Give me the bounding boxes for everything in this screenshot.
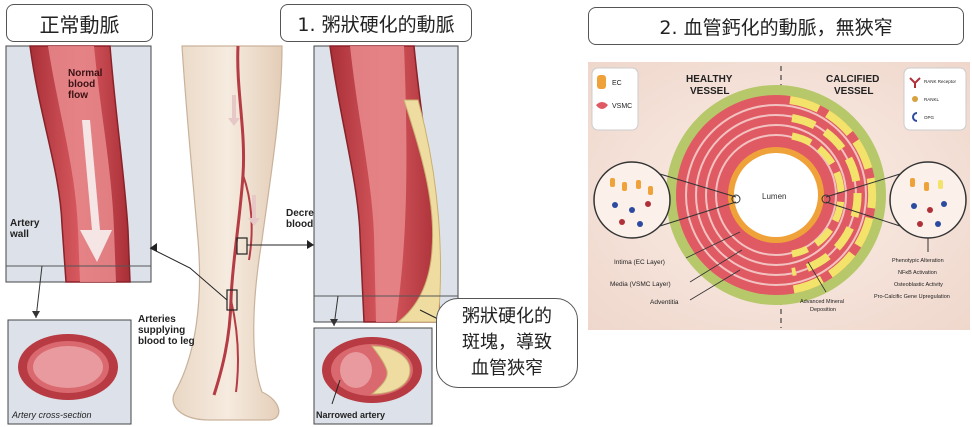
plaque-callout: 粥狀硬化的 斑塊，導致 血管狹窄 xyxy=(436,298,578,388)
arteries-line-3: blood to leg xyxy=(138,336,195,347)
healthy-line-1: HEALTHY xyxy=(686,74,733,85)
process-4: Pro-Calcific Gene Upregulation xyxy=(874,294,950,300)
normal-artery-panel: Normal blood flow Artery wall Artery cro… xyxy=(6,46,151,424)
lumen-label: Lumen xyxy=(762,192,786,201)
process-3: Osteoblastic Activity xyxy=(894,282,943,288)
normal-flow-line-1: Normal xyxy=(68,68,103,79)
legend-rank-label: RANK Receptor xyxy=(924,79,957,84)
leg-illustration: Arteries supplying blood to leg Decrease… xyxy=(138,46,337,420)
calcified-line-2: VESSEL xyxy=(834,86,873,97)
calcification-panel: Lumen HEALTHY VESSEL CALCIFIED VESSEL EC… xyxy=(588,62,970,330)
legend-ec-label: EC xyxy=(612,80,622,87)
process-2: NFκB Activation xyxy=(898,270,937,276)
process-1: Phenotypic Alteration xyxy=(892,258,944,264)
mineral-line-1: Advanced Mineral xyxy=(800,299,844,305)
layer-adventitia: Adventitia xyxy=(650,299,679,306)
legend-rankl-label: RANKL xyxy=(924,97,940,102)
normal-cross-lumen xyxy=(33,346,103,388)
artery-wall-line-1: Artery xyxy=(10,218,40,229)
athero-cross-lumen xyxy=(340,352,372,388)
legend-vsmc-label: VSMC xyxy=(612,103,632,110)
normal-connector-arrowhead xyxy=(32,311,40,318)
legend-opg-label: OPG xyxy=(924,115,935,120)
zoom-circle-healthy xyxy=(594,162,670,238)
mineral-line-2: Deposition xyxy=(810,307,836,313)
normal-flow-line-3: flow xyxy=(68,90,88,101)
layer-intima: Intima (EC Layer) xyxy=(614,259,665,266)
layer-media: Media (VSMC Layer) xyxy=(610,281,671,288)
connector-arrowhead-athero xyxy=(307,240,314,249)
legend-rankl-icon xyxy=(912,96,918,102)
zoom-circle-calcified xyxy=(890,162,966,238)
normal-flow-line-2: blood xyxy=(68,79,95,90)
artery-wall-line-2: wall xyxy=(9,229,29,240)
arteries-line-2: supplying xyxy=(138,325,185,336)
calcified-line-1: CALCIFIED xyxy=(826,74,879,85)
plaque-callout-line-3: 血管狹窄 xyxy=(471,356,543,382)
normal-cross-caption: Artery cross-section xyxy=(11,410,92,420)
legend-ec-swatch xyxy=(597,75,606,89)
healthy-line-2: VESSEL xyxy=(690,86,729,97)
plaque-callout-line-2: 斑塊，導致 xyxy=(462,330,552,356)
narrowed-artery-caption: Narrowed artery xyxy=(316,410,385,420)
arteries-line-1: Arteries xyxy=(138,314,176,325)
plaque-callout-line-1: 粥狀硬化的 xyxy=(462,304,552,330)
leg-outline xyxy=(173,46,282,420)
